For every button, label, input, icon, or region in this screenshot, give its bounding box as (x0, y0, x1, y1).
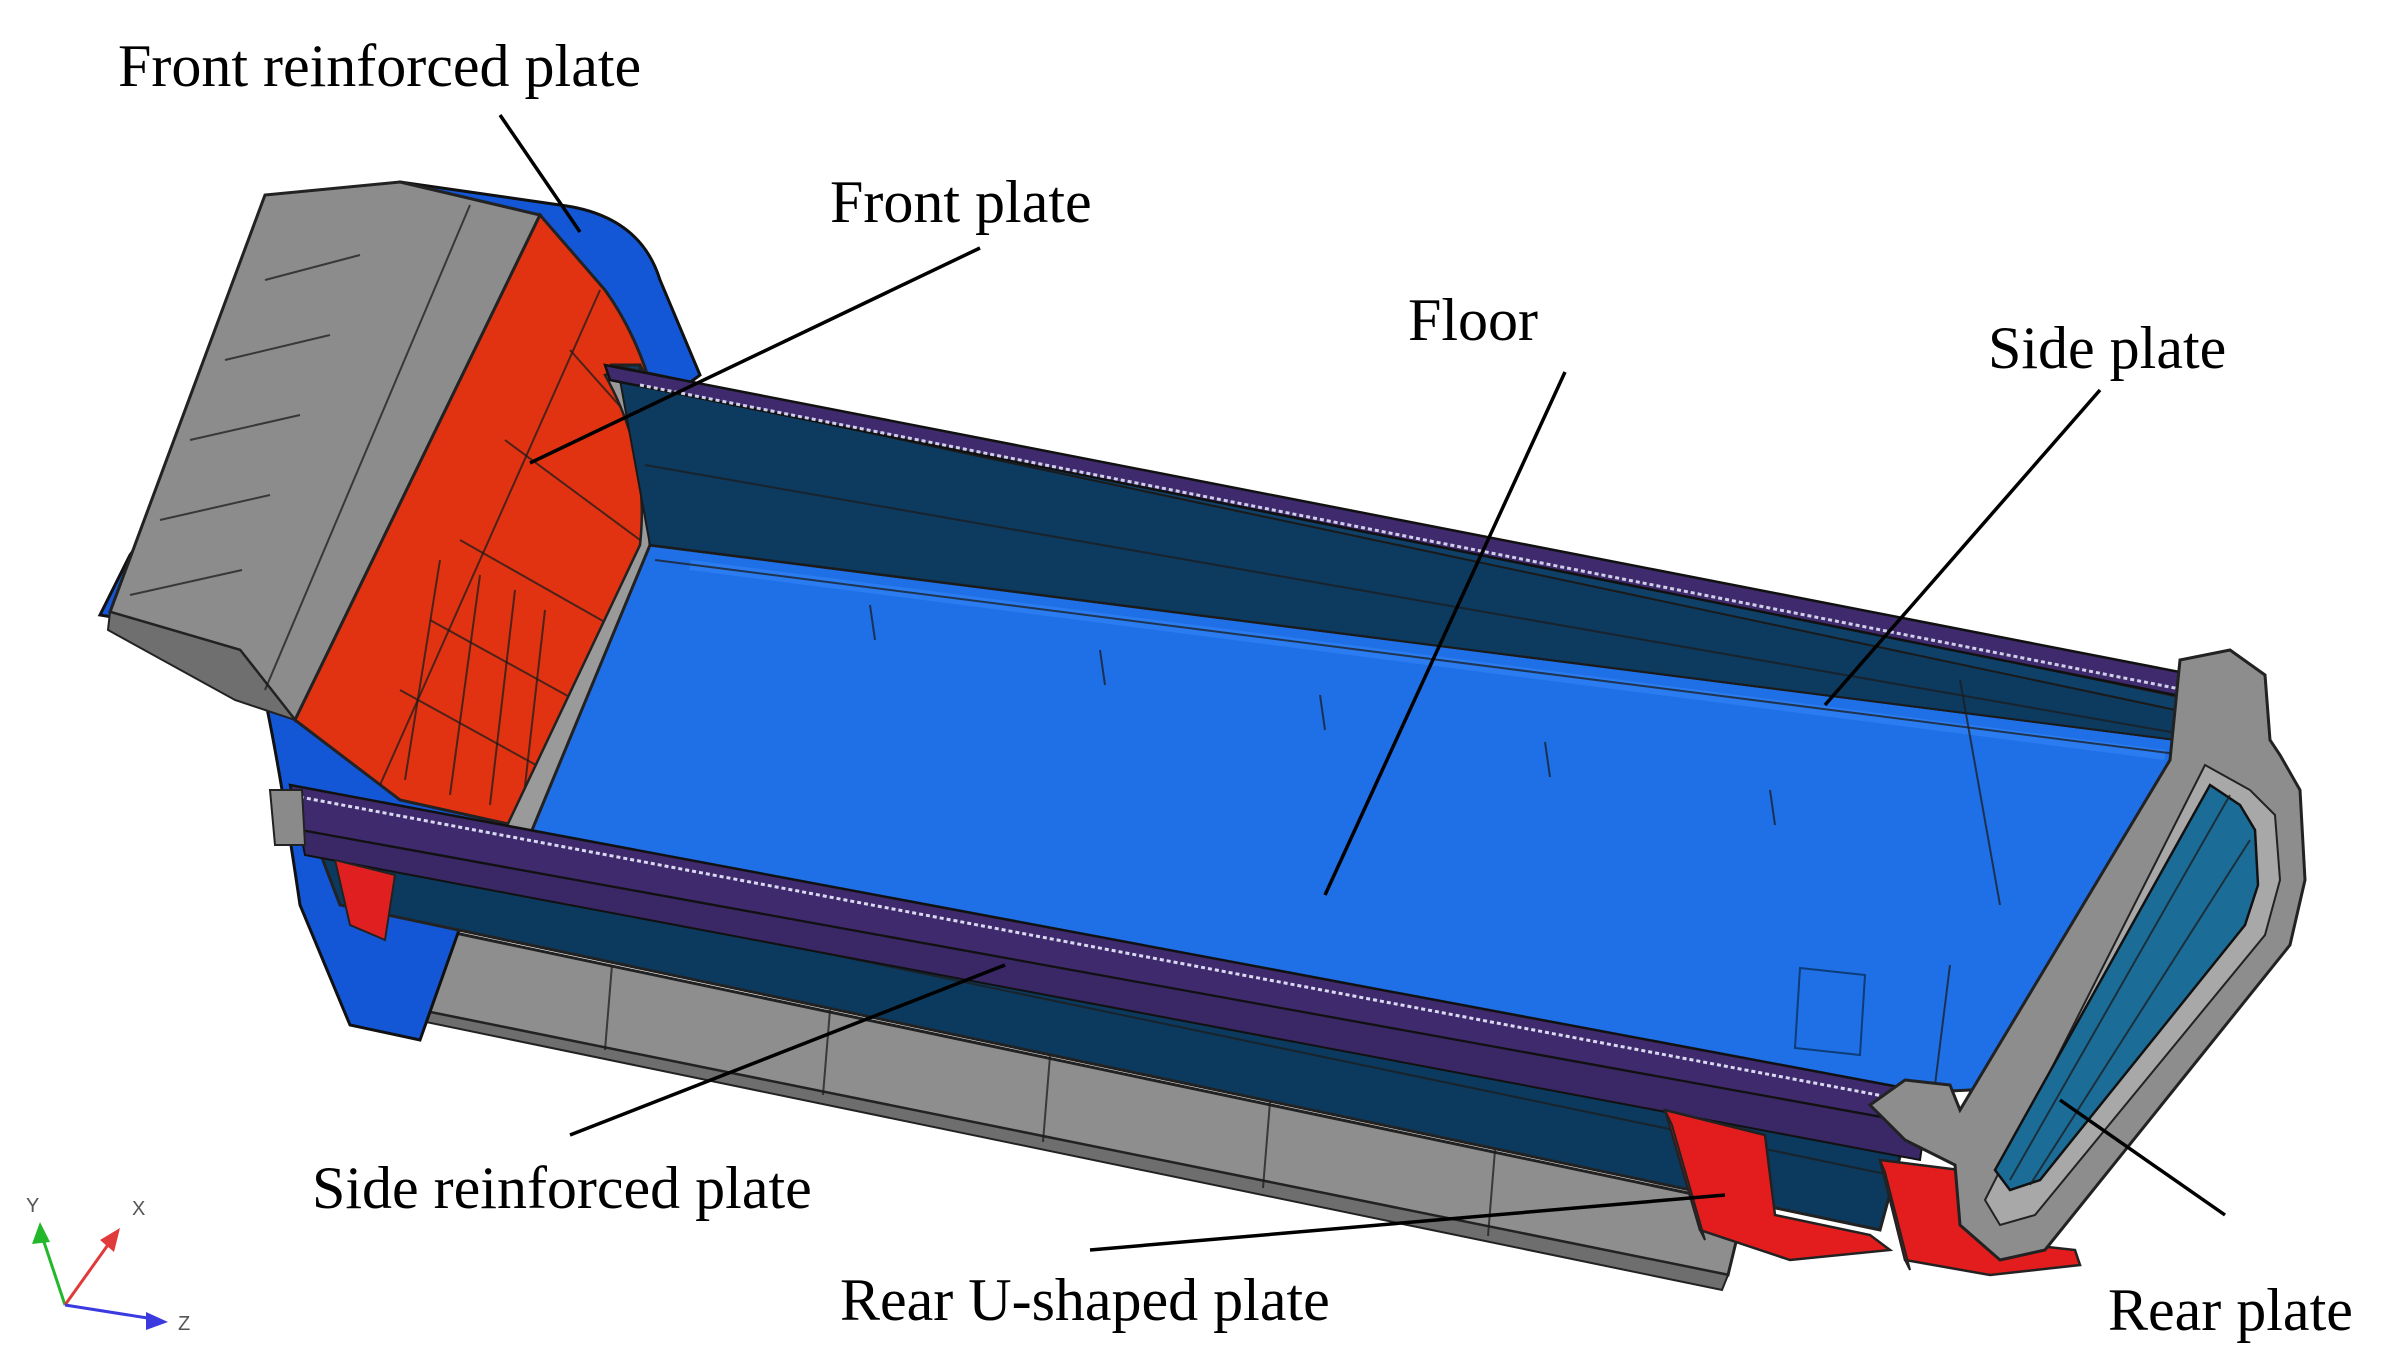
side-top-rail-near (268, 783, 1927, 1162)
axis-x-line (63, 1234, 117, 1306)
axis-z-arrow (146, 1312, 168, 1330)
leader-lines (498, 114, 2227, 1252)
leader-front-reinforced-plate (498, 114, 582, 233)
axis-z-label: Z (178, 1313, 190, 1335)
side-reinforced-plate-shape (366, 913, 1747, 1292)
label-rear-u-shaped-plate: Rear U-shaped plate (840, 1267, 1330, 1333)
labels: Front reinforced plate Front plate Floor… (118, 33, 2353, 1343)
axis-y-label: Y (26, 1195, 39, 1217)
label-front-reinforced-plate: Front reinforced plate (118, 33, 641, 99)
leader-rear-u-shaped-plate (1089, 1193, 1726, 1252)
axis-y-arrow (32, 1222, 50, 1244)
axis-z-line (64, 1303, 161, 1322)
leader-side-plate (1823, 388, 2102, 707)
label-floor: Floor (1408, 287, 1538, 353)
label-side-plate: Side plate (1988, 315, 2226, 381)
leader-floor (1323, 371, 1567, 896)
front-bottom-red-pieces (333, 858, 397, 942)
label-front-plate: Front plate (830, 169, 1092, 235)
axis-x-arrow (100, 1228, 120, 1252)
rear-plate-shape (1993, 783, 2260, 1192)
leader-rear-plate (2058, 1098, 2227, 1217)
label-rear-plate: Rear plate (2108, 1277, 2353, 1343)
front-gray-flange (106, 180, 543, 723)
axis-triad: Y X Z (26, 1195, 190, 1335)
label-side-reinforced-plate: Side reinforced plate (312, 1155, 812, 1221)
leader-side-reinforced-plate (569, 963, 1006, 1137)
axis-x-label: X (132, 1198, 145, 1220)
leader-front-plate (529, 246, 981, 465)
